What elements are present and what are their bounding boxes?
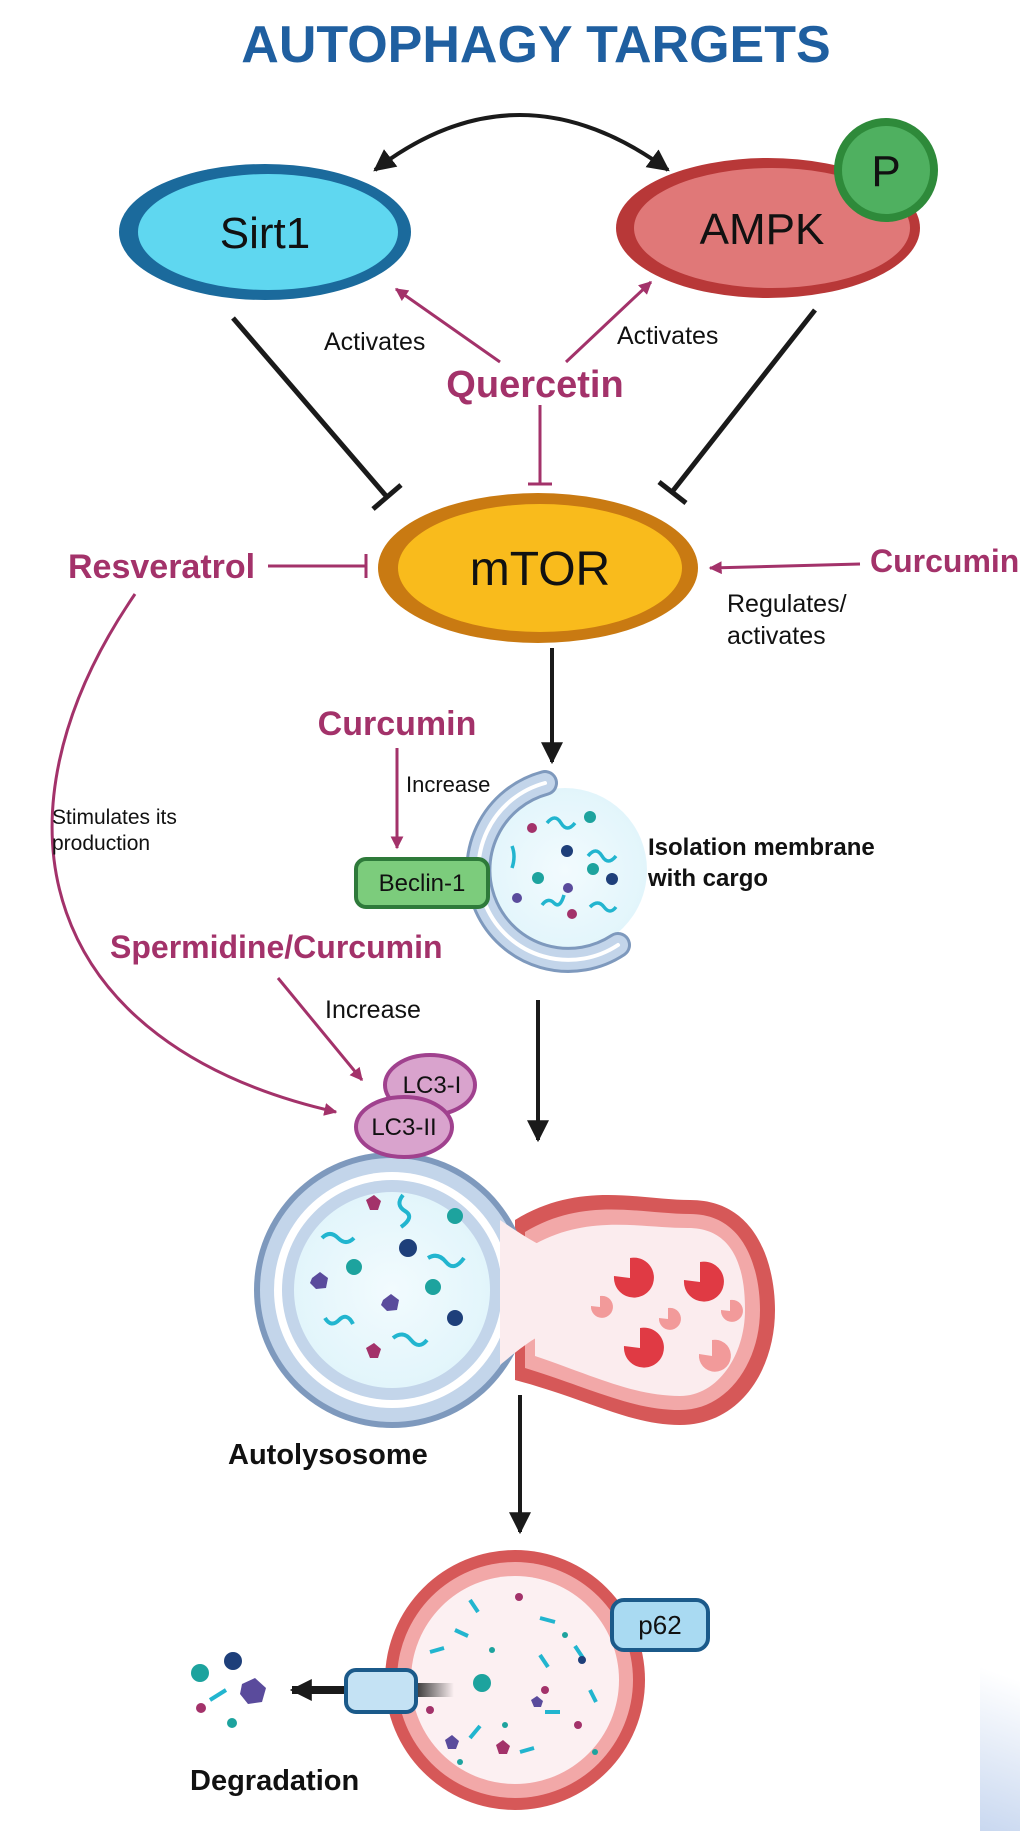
isolation-label-line2: with cargo xyxy=(647,865,768,892)
regulates-label-line2: activates xyxy=(727,622,826,650)
activates-left-label: Activates xyxy=(324,328,425,356)
isolation-cargo xyxy=(510,811,618,919)
mtor-label: mTOR xyxy=(470,543,610,596)
lysosomal-enzymes xyxy=(590,1257,743,1372)
degradation-label: Degradation xyxy=(190,1765,359,1797)
degradation-products xyxy=(191,1652,266,1728)
corner-shade xyxy=(980,1571,1020,1831)
isolation-label-line1: Isolation membrane xyxy=(648,834,875,861)
autolysosome xyxy=(254,1152,775,1428)
increase-beclin-label: Increase xyxy=(406,772,490,797)
degradation-lysosome xyxy=(385,1550,645,1810)
beclin-label: Beclin-1 xyxy=(379,870,466,897)
quercetin-activates-ampk-arrow xyxy=(564,280,653,364)
lc3-ii-label: LC3-II xyxy=(371,1114,436,1141)
autolysosome-cargo xyxy=(310,1193,466,1358)
phosphate-label: P xyxy=(871,147,900,196)
quercetin-inhibits-mtor xyxy=(528,405,552,486)
spermidine-increases-lc3-arrow xyxy=(276,977,364,1082)
sirt1-label: Sirt1 xyxy=(220,209,310,258)
quercetin-activates-sirt1-arrow xyxy=(394,287,501,364)
mtor-node: mTOR xyxy=(378,493,698,643)
increase-lc3-label: Increase xyxy=(325,996,421,1024)
curcumin-right-label: Curcumin xyxy=(870,543,1019,579)
activates-right-label: Activates xyxy=(617,322,718,350)
resveratrol-stimulates-lc3-arrow xyxy=(50,593,338,1116)
lc3-ii-badge: LC3-II xyxy=(354,1095,454,1159)
p62-badge: p62 xyxy=(610,1598,710,1652)
sirt1-ampk-feedback-arrow xyxy=(373,113,670,172)
page-title: AUTOPHAGY TARGETS xyxy=(241,16,830,74)
resveratrol-label: Resveratrol xyxy=(68,548,255,586)
quercetin-label: Quercetin xyxy=(446,364,623,406)
beclin-badge: Beclin-1 xyxy=(354,857,490,909)
autolysosome-label: Autolysosome xyxy=(228,1439,428,1471)
resveratrol-inhibits-mtor xyxy=(268,554,368,578)
ampk-label: AMPK xyxy=(700,205,825,254)
lysosome-debris xyxy=(426,1593,598,1765)
isolation-membrane xyxy=(465,770,647,973)
sirt1-inhibits-mtor xyxy=(231,316,403,511)
curcumin-regulates-mtor-arrow xyxy=(708,561,861,575)
p62-label: p62 xyxy=(638,1610,681,1640)
stimulates-label-line1: Stimulates its xyxy=(52,806,177,829)
stimulates-label-line2: production xyxy=(52,832,150,855)
sirt1-node: Sirt1 xyxy=(119,164,411,300)
lc3-i-label: LC3-I xyxy=(403,1072,462,1099)
regulates-label-line1: Regulates/ xyxy=(727,590,847,618)
exit-fade-trail xyxy=(410,1683,454,1697)
lysosome-exit-channel xyxy=(344,1668,418,1714)
curcumin-mid-label: Curcumin xyxy=(318,705,477,743)
ampk-inhibits-mtor xyxy=(657,308,817,505)
spermidine-curcumin-label: Spermidine/Curcumin xyxy=(110,929,443,965)
phosphate-badge: P xyxy=(834,118,938,222)
